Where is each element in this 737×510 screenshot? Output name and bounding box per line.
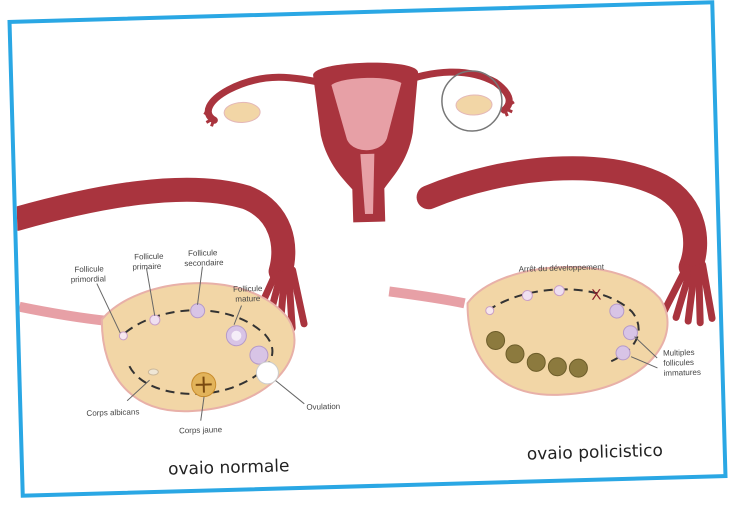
polycystic-ovary-group: X Arrêt du développement Multiple xyxy=(386,164,716,468)
label-multiples: Multiples xyxy=(663,348,695,358)
label-follicule-primordial-2: primordial xyxy=(71,274,107,284)
label-follicule-secondaire-1: Follicule xyxy=(188,248,218,258)
label-ovulation: Ovulation xyxy=(306,402,340,412)
label-follicule-primaire-1: Follicule xyxy=(134,252,164,262)
label-follicule-mature-1: Follicule xyxy=(233,284,263,294)
caption-polycystic-ovary: ovaio policistico xyxy=(527,441,664,465)
label-follicules: follicules xyxy=(663,358,694,368)
label-corps-jaune: Corps jaune xyxy=(179,425,223,435)
label-follicule-primordial-1: Follicule xyxy=(74,264,104,274)
label-follicule-primaire-2: primaire xyxy=(132,262,162,272)
caption-normal-ovary: ovaio normale xyxy=(168,456,290,479)
normal-ovary-group: Follicule primordial Follicule primaire … xyxy=(16,185,342,483)
label-immatures: immatures xyxy=(663,368,701,378)
label-corps-albicans: Corps albicans xyxy=(86,407,139,417)
arrest-x-mark: X xyxy=(591,286,601,303)
label-follicule-secondaire-2: secondaire xyxy=(184,258,224,268)
label-follicule-mature-2: mature xyxy=(235,294,261,304)
diagram-frame: Follicule primordial Follicule primaire … xyxy=(7,0,727,498)
ovary-illustration: Follicule primordial Follicule primaire … xyxy=(12,4,728,498)
